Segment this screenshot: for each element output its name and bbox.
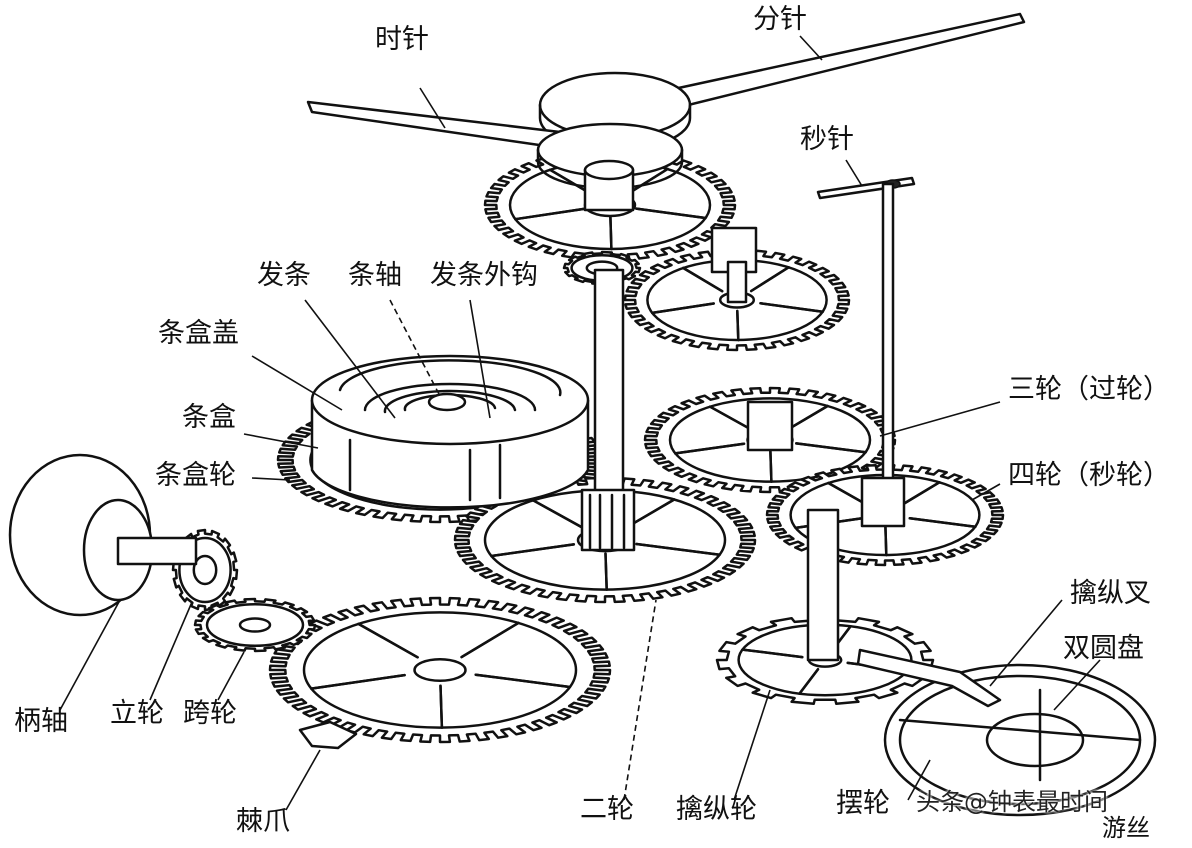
click-wheel: [268, 596, 612, 744]
transmission-wheel: [193, 597, 317, 653]
click-part: [298, 720, 358, 750]
label-crown-wheel: 立轮: [110, 698, 164, 729]
label-outer-hook: 发条外钩: [430, 260, 538, 291]
label-mainspring: 发条: [257, 260, 311, 291]
label-double-roller: 双圆盘: [1063, 633, 1144, 664]
winding-crown: [8, 453, 198, 617]
label-balance-wheel: 摆轮: [836, 788, 890, 819]
label-escape-wheel: 擒纵轮: [676, 794, 757, 825]
label-minute-hand: 分针: [753, 4, 807, 35]
second-wheel-arbor: [580, 268, 636, 552]
balance-wheel: [883, 663, 1157, 817]
label-fourth-wheel: 四轮（秒轮）: [1008, 460, 1170, 491]
label-hour-hand: 时针: [375, 24, 429, 55]
fourth-wheel-pinion: [860, 476, 906, 528]
label-click: 棘爪: [236, 806, 290, 837]
label-second-wheel: 二轮: [580, 794, 634, 825]
pallet-fork-shape: [856, 648, 1002, 708]
minute-pinion-arbor: [726, 260, 748, 304]
leader-lines: [59, 35, 1101, 811]
label-barrel-cover: 条盒盖: [158, 318, 239, 349]
third-wheel-pinion: [746, 400, 794, 452]
label-winding-stem: 柄轴: [14, 706, 68, 737]
label-barrel: 条盒: [182, 402, 236, 433]
label-hairspring: 游丝: [1102, 814, 1150, 842]
label-third-wheel: 三轮（过轮）: [1008, 374, 1170, 405]
mainspring-barrel: [310, 354, 590, 509]
label-pallet-fork: 擒纵叉: [1070, 578, 1151, 609]
label-second-hand: 秒针: [800, 124, 854, 155]
label-transmission-wheel: 跨轮: [183, 698, 237, 729]
watermark: 头条@钟表最时间: [916, 788, 1108, 816]
label-arbor: 条轴: [348, 260, 402, 291]
cannon-pinion: [583, 159, 635, 212]
escape-wheel-arbor: [806, 508, 840, 662]
label-barrel-wheel: 条盒轮: [155, 460, 236, 491]
